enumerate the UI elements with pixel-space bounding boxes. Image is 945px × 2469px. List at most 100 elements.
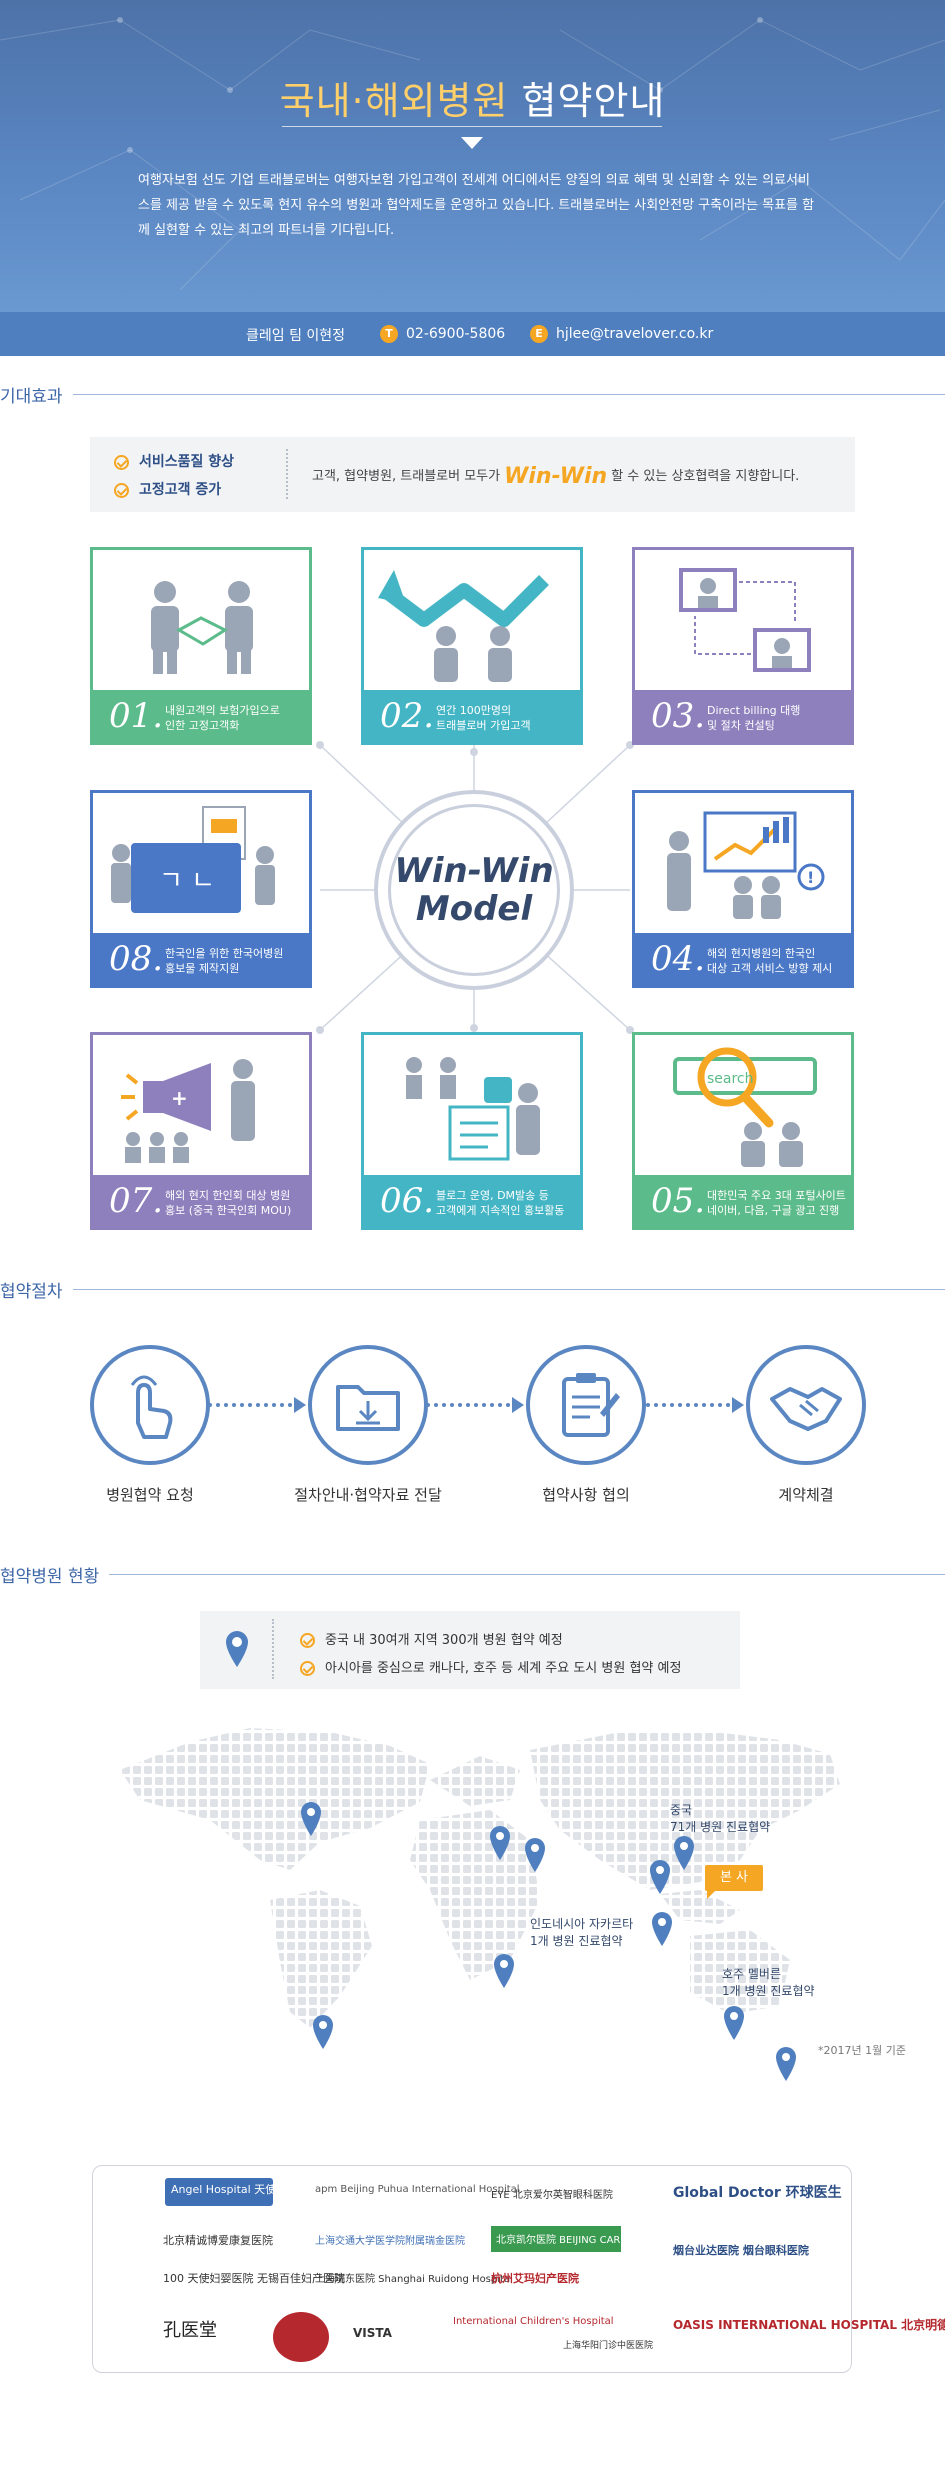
card-number: 04. bbox=[651, 939, 706, 979]
step-label: 절차안내·협약자료 전달 bbox=[294, 1486, 442, 1504]
section-hospitals: 협약병원 현황 bbox=[0, 1562, 945, 1587]
win-win-inner-ring bbox=[388, 804, 560, 976]
step-negotiate bbox=[526, 1345, 646, 1465]
check-icon bbox=[114, 482, 129, 498]
map-pin-icon bbox=[776, 2047, 796, 2081]
clipboard-icon bbox=[562, 1373, 620, 1437]
card-number: 06. bbox=[380, 1181, 435, 1221]
divider bbox=[286, 449, 288, 499]
logo-ruijin: 上海交通大学医学院附属瑞金医院 bbox=[315, 2236, 465, 2247]
section-title: 협약병원 현황 bbox=[0, 1562, 110, 1587]
megaphone-icon: + bbox=[121, 1059, 255, 1163]
step-contract bbox=[746, 1345, 866, 1465]
search-icon: search bbox=[673, 1047, 817, 1167]
handshake-icon bbox=[770, 1387, 842, 1431]
step-label: 협약사항 협의 bbox=[542, 1486, 630, 1504]
logo-childrens-hospital: International Children's Hospital bbox=[453, 2316, 614, 2327]
title-divider bbox=[282, 126, 662, 127]
promotion-icon bbox=[406, 1057, 540, 1161]
card-number: 05. bbox=[651, 1181, 706, 1221]
logo-beijing-care: 北京凯尔医院 BEIJING CARE HOSPITAL bbox=[491, 2226, 678, 2252]
map-pin-icon bbox=[313, 2015, 333, 2049]
map-footnote: *2017년 1월 기준 bbox=[818, 2044, 906, 2057]
handshake-icon bbox=[151, 581, 253, 674]
logo-aier-eye: EYE 北京爱尔英智眼科医院 bbox=[491, 2190, 613, 2201]
card-number: 03. bbox=[651, 696, 706, 736]
down-arrow-icon bbox=[461, 137, 483, 149]
step-label: 계약체결 bbox=[778, 1486, 834, 1504]
hero-banner: 국내·해외병원 협약안내 여행자보험 선도 기업 트래블로버는 여행자보험 가입… bbox=[0, 0, 945, 312]
logo-hangzhou-aima: 杭州艾玛妇产医院 bbox=[491, 2272, 579, 2285]
logo-vista: VISTA bbox=[353, 2326, 392, 2340]
section-title: 기대효과 bbox=[0, 382, 73, 407]
effect-item: 고정고객 증가 bbox=[114, 479, 221, 499]
partner-logos: Angel Hospital 天使妇儿医院 北京精诚博爱康复医院 100 天使妇… bbox=[92, 2165, 945, 2373]
svg-text:!: ! bbox=[807, 868, 814, 887]
map-pin-icon bbox=[494, 1954, 514, 1988]
plan-item: 중국 내 30여개 지역 300개 병원 협약 예정 bbox=[300, 1629, 563, 1648]
map-pin-icon bbox=[724, 2006, 744, 2040]
map-pin-icon bbox=[650, 1860, 670, 1894]
check-icon bbox=[114, 454, 129, 470]
step-guide bbox=[308, 1345, 428, 1465]
svg-text:ㄱ ㄴ: ㄱ ㄴ bbox=[159, 866, 215, 896]
card-number: 01. bbox=[109, 696, 164, 736]
svg-text:search: search bbox=[707, 1071, 754, 1087]
map-pin-icon bbox=[301, 1802, 321, 1836]
growth-arrow-icon bbox=[378, 570, 549, 682]
intro-text: 여행자보험 선도 기업 트래블로버는 여행자보험 가입고객이 전세계 어디에서든… bbox=[138, 173, 815, 238]
card-number: 08. bbox=[109, 939, 164, 979]
map-pin-icon bbox=[490, 1826, 510, 1860]
hospitals-summary: 중국 내 30여개 지역 300개 병원 협약 예정 아시아를 중심으로 캐나다… bbox=[200, 1611, 740, 1689]
logo-kong-yi-tang: 孔医堂 bbox=[163, 2320, 217, 2341]
logo-wuxi-baijia: 100 天使妇婴医院 无锡百佳妇产医院 bbox=[163, 2272, 345, 2285]
presentation-icon: ! bbox=[667, 811, 825, 919]
svg-text:+: + bbox=[171, 1086, 188, 1110]
section-effects: 기대효과 bbox=[0, 382, 945, 407]
logo-yantai: 烟台业达医院 烟台眼科医院 bbox=[673, 2244, 809, 2257]
logo-seal bbox=[273, 2312, 329, 2362]
brochure-icon: ㄱ ㄴ bbox=[111, 806, 275, 913]
phone-icon: T bbox=[380, 325, 398, 343]
page-title: 국내·해외병원 협약안내 bbox=[279, 79, 666, 123]
step-label: 병원협약 요청 bbox=[106, 1486, 194, 1504]
card-number: 02. bbox=[380, 696, 435, 736]
logo-angel-hospital: Angel Hospital 天使妇儿医院 bbox=[165, 2178, 320, 2206]
check-icon bbox=[300, 1661, 315, 1676]
location-pin-icon bbox=[226, 1631, 248, 1667]
effect-item: 서비스품질 향상 bbox=[114, 451, 234, 471]
logo-ruidong: 上海瑞东医院 Shanghai Ruidong Hospital bbox=[315, 2274, 513, 2285]
logo-huayang: 上海华阳门诊中医医院 bbox=[563, 2341, 654, 2351]
process-connectors bbox=[208, 1397, 744, 1413]
folder-icon bbox=[336, 1385, 400, 1431]
network-background bbox=[0, 17, 945, 291]
logo-global-doctor: Global Doctor 环球医生 bbox=[673, 2185, 842, 2201]
divider bbox=[272, 1619, 274, 1679]
plan-item: 아시아를 중심으로 캐나다, 호주 등 세계 주요 도시 병원 협약 예정 bbox=[300, 1657, 681, 1676]
logo-oasis: OASIS INTERNATIONAL HOSPITAL 北京明德医院 bbox=[673, 2318, 945, 2332]
touch-icon bbox=[130, 1375, 173, 1439]
map-pin-icon bbox=[525, 1838, 545, 1872]
